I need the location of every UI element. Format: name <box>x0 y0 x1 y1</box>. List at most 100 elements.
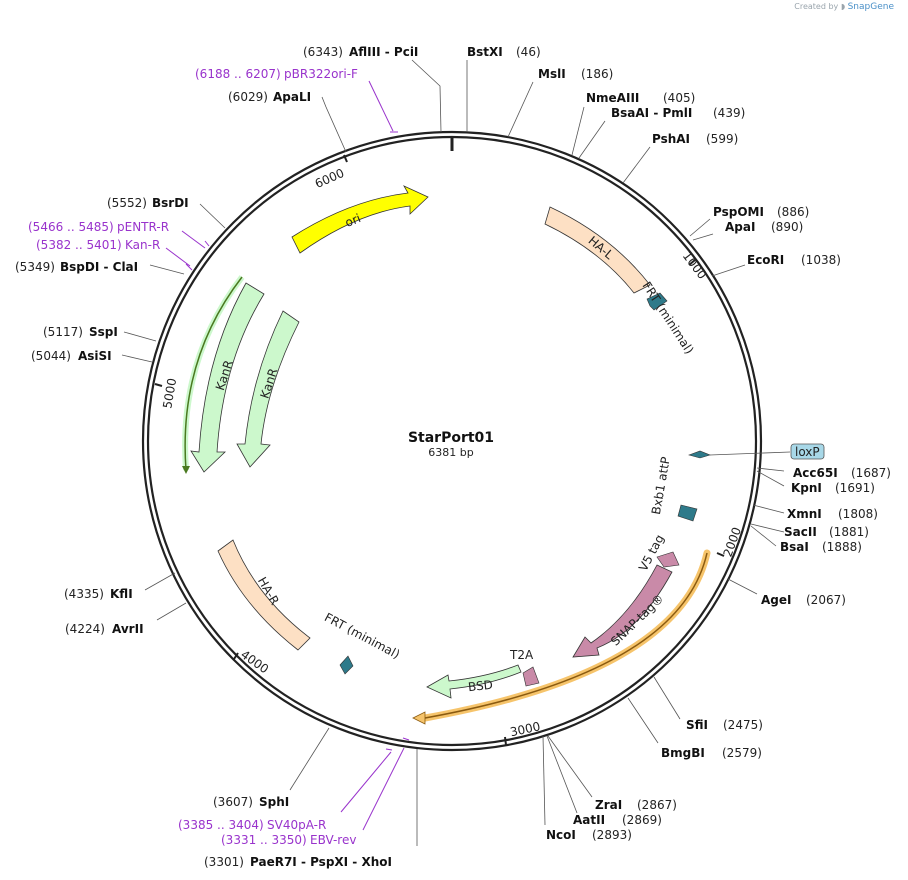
feature-label-loxp: loxP <box>795 445 820 459</box>
site-avrii-num: (4224) <box>65 622 105 636</box>
orf-arc-head <box>412 711 426 725</box>
feature-snap <box>572 564 673 658</box>
site-msli-num: (186) <box>581 67 613 81</box>
site-bsaai-num: (439) <box>713 106 745 120</box>
site-bspdi-name: BspDI - ClaI <box>60 260 138 274</box>
feature-v5 <box>656 551 680 568</box>
primer-sv40pa-name: SV40pA-R <box>267 818 326 832</box>
feature-kanr1 <box>190 282 265 473</box>
site-kpni-name: KpnI <box>791 481 822 495</box>
site-avrii-name: AvrII <box>112 622 144 636</box>
feature-label-bsd: BSD <box>467 678 493 695</box>
site-apali-name: ApaLI <box>273 90 311 104</box>
site-nmeaiii-name: NmeAIII <box>586 91 639 105</box>
feature-label-ori: ori <box>343 211 363 230</box>
plasmid-center: StarPort01 6381 bp <box>408 430 494 459</box>
tick-2000 <box>716 552 725 557</box>
site-aatii-num: (2869) <box>622 813 662 827</box>
site-sfii-name: SfiI <box>686 718 708 732</box>
site-acc65i-name: Acc65I <box>793 466 838 480</box>
primer-ebvrev-range: (3331 .. 3350) <box>221 833 307 847</box>
site-bsrdi-num: (5552) <box>107 196 147 210</box>
tick-5000 <box>154 383 163 387</box>
feature-bsd <box>426 664 522 699</box>
feature-t2a <box>522 666 540 687</box>
feature-label-frt-bot: FRT (minimal) <box>322 610 402 661</box>
primer-leaders <box>165 80 410 831</box>
site-bsrdi-name: BsrDI <box>152 196 189 210</box>
site-bmgbi-num: (2579) <box>722 746 762 760</box>
site-pspomi-name: PspOMI <box>713 205 764 219</box>
tick-6000 <box>343 154 348 163</box>
tick-1000 <box>688 259 696 266</box>
feature-frt-bot <box>339 655 354 675</box>
kan-arc-head <box>182 466 190 474</box>
site-asisi-num: (5044) <box>31 349 71 363</box>
tick-label-1000: 1000 <box>680 249 710 282</box>
site-acc65i-num: (1687) <box>851 466 891 480</box>
feature-bxb1 <box>677 504 698 522</box>
site-bsai-name: BsaI <box>780 540 809 554</box>
site-kfli-num: (4335) <box>64 587 104 601</box>
backbone <box>141 130 763 752</box>
site-ecori-name: EcoRI <box>747 253 784 267</box>
feature-loxp-box <box>790 443 825 460</box>
site-kpni-num: (1691) <box>835 481 875 495</box>
site-xmni-name: XmnI <box>787 507 822 521</box>
site-apai-num: (890) <box>771 220 803 234</box>
site-sspi-num: (5117) <box>43 325 83 339</box>
site-labels-left: (3301) PaeR7I - PspXI - XhoI (3607) SphI… <box>15 45 418 869</box>
primer-sv40pa-range: (3385 .. 3404) <box>178 818 264 832</box>
site-ncoi-num: (2893) <box>592 828 632 842</box>
site-sspi-name: SspI <box>89 325 118 339</box>
primer-pbr322ori-range: (6188 .. 6207) <box>195 67 281 81</box>
site-afliii-name: AflIII - PciI <box>349 45 418 59</box>
feature-ha-r <box>217 539 311 651</box>
site-zrai-num: (2867) <box>637 798 677 812</box>
primer-kanr-name: Kan-R <box>125 238 160 252</box>
site-bsai-num: (1888) <box>822 540 862 554</box>
credit-text: Created by <box>794 2 839 11</box>
site-pshai-name: PshAI <box>652 132 690 146</box>
site-pshai-num: (599) <box>706 132 738 146</box>
site-apali-num: (6029) <box>228 90 268 104</box>
feature-kanr2 <box>236 310 300 468</box>
primer-kanr-range: (5382 .. 5401) <box>36 238 122 252</box>
site-sphi-name: SphI <box>259 795 289 809</box>
primer-pentr-name: pENTR-R <box>117 220 169 234</box>
site-apai-name: ApaI <box>725 220 755 234</box>
site-agei-name: AgeI <box>761 593 791 607</box>
kan-arc <box>184 276 243 471</box>
orf-arc <box>424 552 708 719</box>
site-leaders <box>121 59 785 846</box>
feature-label-bxb1: Bxb1 attP <box>649 456 673 516</box>
site-ncoi-name: NcoI <box>546 828 576 842</box>
plasmid-name: StarPort01 <box>408 430 494 446</box>
plasmid-length: 6381 bp <box>428 446 473 459</box>
site-bstxi-num: (46) <box>516 45 541 59</box>
site-paer7i-name: PaeR7I - PspXI - XhoI <box>250 855 392 869</box>
site-asisi-name: AsiSI <box>78 349 112 363</box>
tick-label-3000: 3000 <box>509 719 542 739</box>
snapgene-logo-icon: ◗ <box>840 2 846 11</box>
site-bstxi-name: BstXI <box>467 45 503 59</box>
feature-frt-top <box>646 292 668 311</box>
primer-pentr-range: (5466 .. 5485) <box>28 220 114 234</box>
site-pspomi-num: (886) <box>777 205 809 219</box>
site-sacii-num: (1881) <box>829 525 869 539</box>
feature-ha-l <box>544 206 651 294</box>
site-msli-name: MslI <box>538 67 566 81</box>
site-sphi-num: (3607) <box>213 795 253 809</box>
feature-label-t2a: T2A <box>509 648 534 662</box>
site-kfli-name: KflI <box>110 587 133 601</box>
site-labels-right: BstXI (46) MslI (186) NmeAIII (405) BsaA… <box>467 45 891 842</box>
primer-ebvrev-name: EBV-rev <box>310 833 356 847</box>
site-bspdi-num: (5349) <box>15 260 55 274</box>
tick-label-6000: 6000 <box>313 166 347 191</box>
site-paer7i-num: (3301) <box>204 855 244 869</box>
tick-label-5000: 5000 <box>160 377 179 410</box>
site-agei-num: (2067) <box>806 593 846 607</box>
site-aatii-name: AatII <box>573 813 605 827</box>
tick-4000 <box>233 652 239 660</box>
